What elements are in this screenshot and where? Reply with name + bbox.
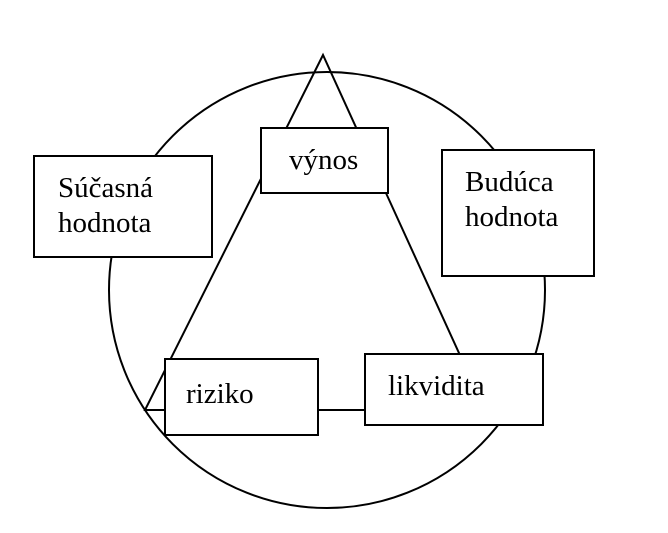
node-sucasna-label-line1: Súčasná bbox=[58, 172, 154, 204]
outer-circle bbox=[108, 71, 546, 509]
node-buduca-label-line1: Budúca bbox=[465, 166, 554, 198]
node-vynos-label: výnos bbox=[289, 144, 359, 176]
node-sucasna-hodnota: Súčasná hodnota bbox=[33, 155, 213, 258]
node-riziko-label: riziko bbox=[186, 378, 254, 410]
node-vynos: výnos bbox=[260, 127, 389, 194]
node-riziko: riziko bbox=[164, 358, 319, 436]
node-likvidita-label: likvidita bbox=[388, 370, 485, 402]
node-buduca-hodnota: Budúca hodnota bbox=[441, 149, 595, 277]
node-sucasna-label-line2: hodnota bbox=[58, 206, 152, 239]
node-likvidita: likvidita bbox=[364, 353, 544, 426]
node-buduca-label-line2: hodnota bbox=[465, 200, 559, 233]
